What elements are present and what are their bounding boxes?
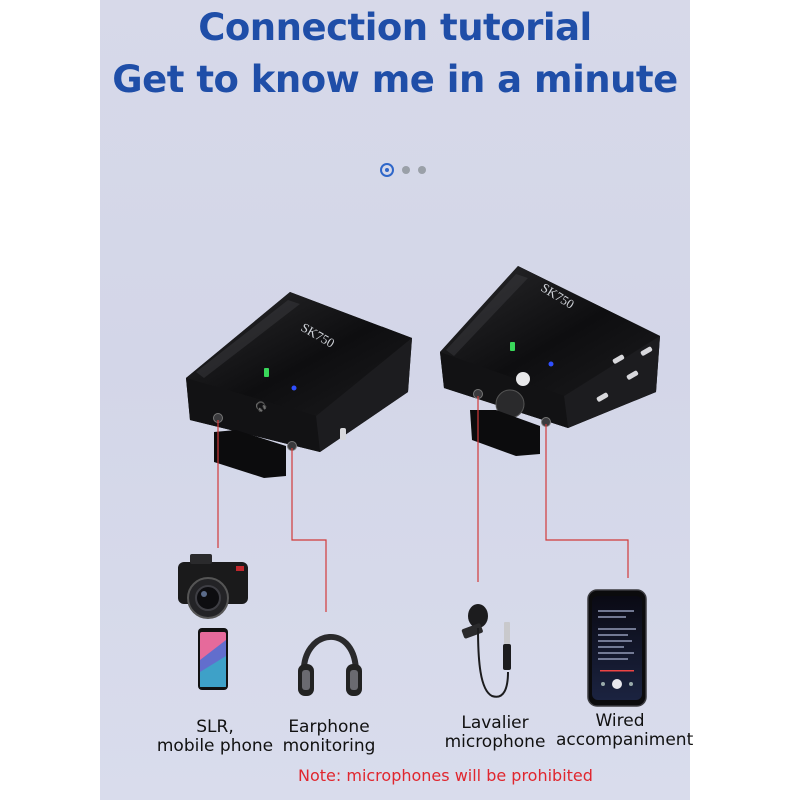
mobile-phone-icon bbox=[198, 628, 228, 690]
wired-accompaniment-label: Wired accompaniment bbox=[556, 711, 694, 750]
transmitter-button bbox=[626, 370, 639, 380]
transmitter-button bbox=[640, 346, 653, 356]
carousel-pager bbox=[380, 162, 440, 178]
connector-lines bbox=[217, 396, 629, 612]
receiver-device: SK750 🎧 bbox=[186, 292, 412, 478]
pager-dot-active[interactable] bbox=[380, 163, 394, 177]
lavalier-microphone-icon bbox=[461, 604, 511, 698]
receiver-green-led bbox=[264, 368, 269, 377]
earphone-monitoring-label: Earphone monitoring bbox=[282, 717, 376, 756]
receiver-blue-led bbox=[291, 385, 297, 391]
pager-dot[interactable] bbox=[418, 166, 426, 174]
transmitter-blue-led bbox=[548, 361, 554, 367]
prohibited-note: Note: microphones will be prohibited bbox=[298, 766, 593, 785]
lavalier-microphone-label: Lavalier microphone bbox=[444, 713, 546, 752]
pager-dot[interactable] bbox=[402, 166, 410, 174]
transmitter-green-led bbox=[510, 342, 515, 351]
title-line-1: Connection tutorial bbox=[198, 6, 592, 49]
transmitter-device: SK750 bbox=[440, 266, 660, 456]
mic-icon bbox=[516, 372, 530, 386]
transmitter-clip bbox=[470, 410, 540, 456]
transmitter-button bbox=[596, 392, 609, 402]
camera-icon bbox=[178, 554, 248, 619]
smartphone-icon bbox=[587, 589, 647, 707]
receiver-clip bbox=[214, 430, 286, 478]
slr-mobile-phone-label: SLR, mobile phone bbox=[156, 717, 274, 756]
transmitter-button bbox=[612, 354, 625, 364]
title-line-2: Get to know me in a minute bbox=[112, 58, 678, 101]
headphones-icon bbox=[298, 634, 362, 696]
